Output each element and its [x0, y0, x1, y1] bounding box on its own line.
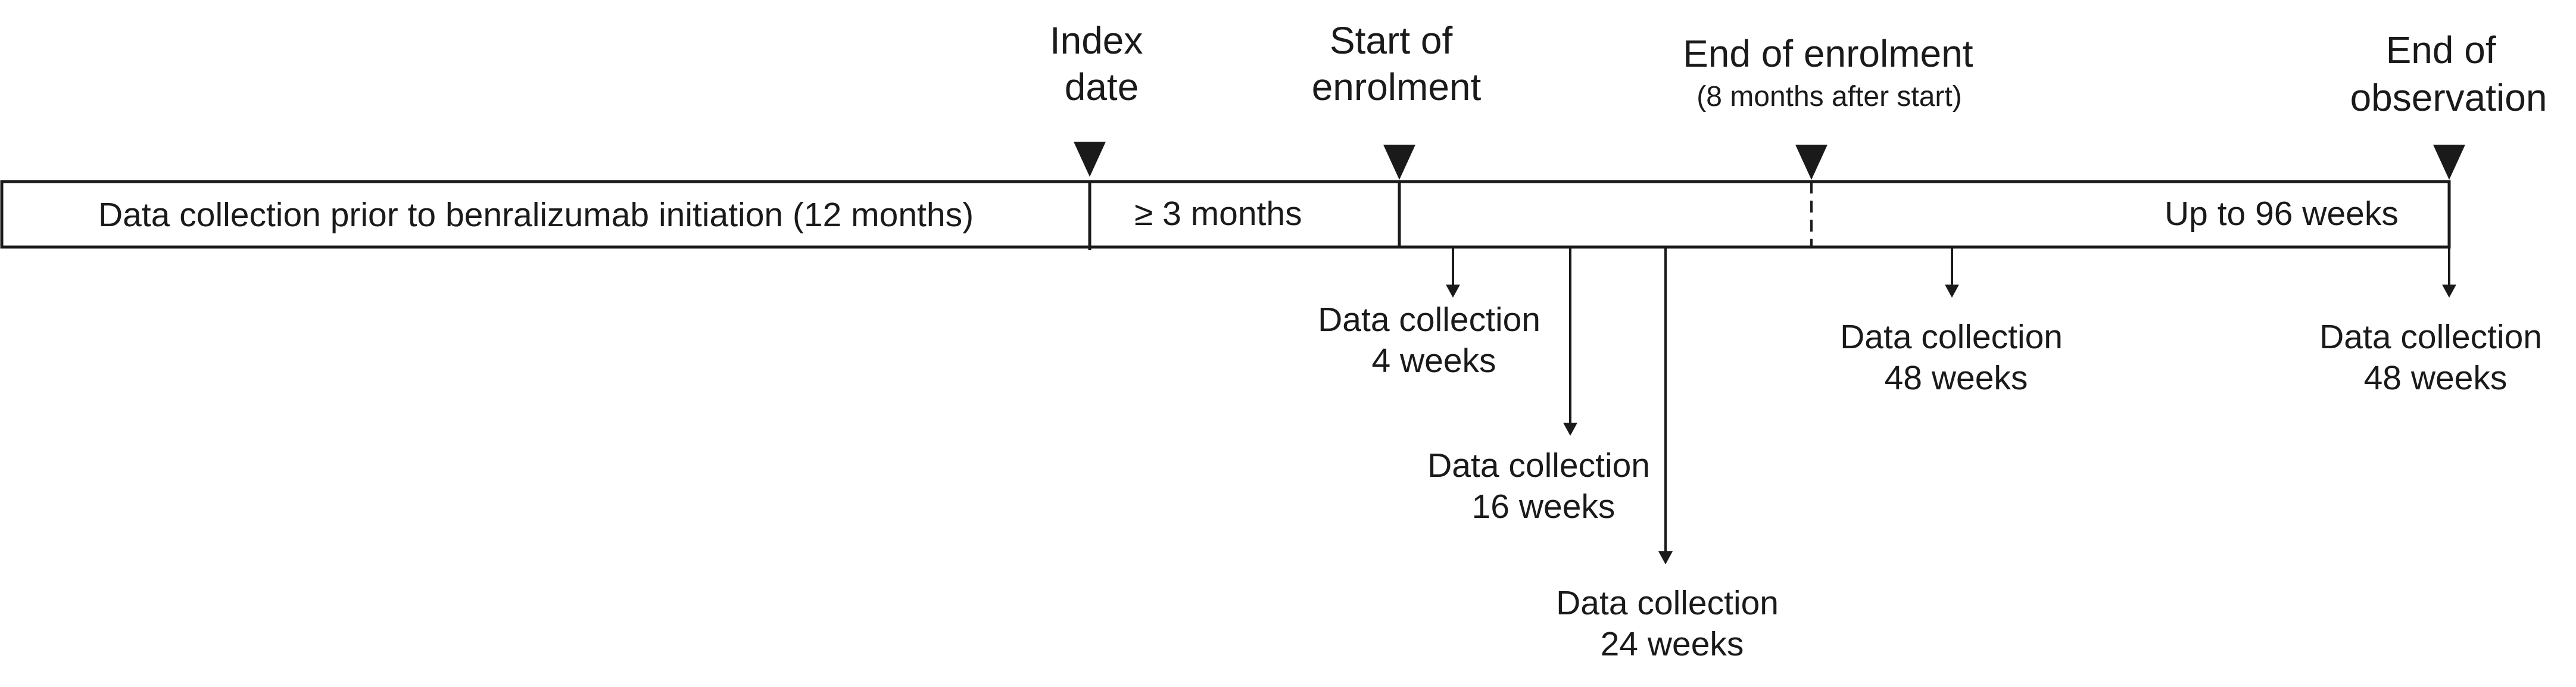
- week16-data-collection-label: Data collection 16 weeks: [1427, 446, 1660, 526]
- index-date-label: Index date: [1050, 19, 1153, 108]
- end-observation-marker: [2433, 145, 2465, 180]
- start-enrolment-marker: [1383, 145, 1415, 180]
- week48-enrolment-arrow: [1945, 247, 1959, 298]
- week16-arrow: [1563, 247, 1577, 436]
- index-date-marker: [1074, 142, 1106, 177]
- prior-period-label: Data collection prior to benralizumab in…: [98, 196, 974, 234]
- gap-period-label: ≥ 3 months: [1134, 195, 1302, 233]
- start-enrolment-label: Start of enrolment: [1312, 19, 1482, 108]
- week24-data-collection-label: Data collection 24 weeks: [1556, 584, 1788, 663]
- end-enrolment-label: End of enrolment (8 months after start): [1683, 32, 1976, 113]
- week4-data-collection-label: Data collection 4 weeks: [1318, 301, 1550, 380]
- week24-arrow: [1658, 247, 1673, 564]
- end-enrolment-marker: [1795, 145, 1827, 180]
- week48-end-data-collection-label: Data collection 48 weeks: [2319, 318, 2552, 397]
- observation-period-label: Up to 96 weeks: [2165, 195, 2399, 233]
- week48-enrolment-data-collection-label: Data collection 48 weeks: [1840, 318, 2072, 397]
- week48-end-arrow: [2442, 247, 2456, 298]
- timeline-bar: [0, 180, 2451, 249]
- week4-arrow: [1446, 247, 1460, 298]
- end-observation-label: End of observation: [2350, 29, 2547, 119]
